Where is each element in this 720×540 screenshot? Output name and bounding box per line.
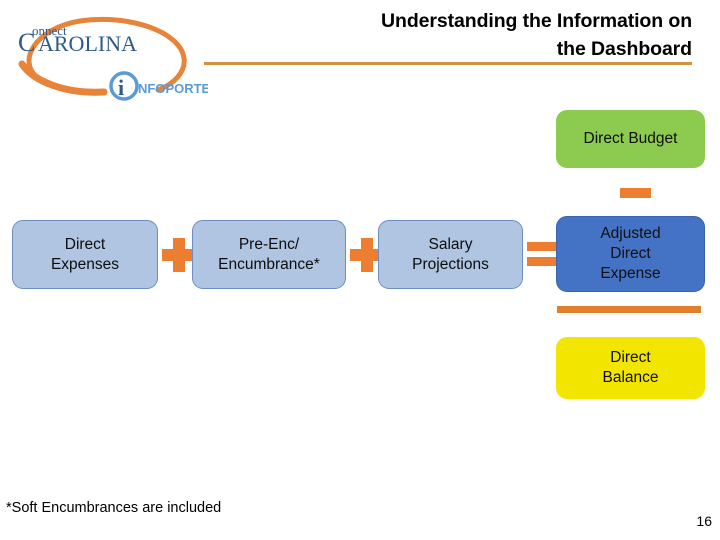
plus-operator-icon-1 xyxy=(162,238,196,272)
equals-operator-icon-1 xyxy=(527,241,561,267)
svg-text:i: i xyxy=(118,75,124,100)
connectcarolina-infoporte-logo: onnect C AROLINA i NFOPORTE xyxy=(8,6,208,106)
svg-text:C: C xyxy=(18,28,35,57)
diagram-box-adjusted-direct-expense-line-2: Direct xyxy=(610,245,651,263)
diagram-box-direct-balance-line-2: Balance xyxy=(602,369,659,386)
diagram-box-pre-encumbrance: Pre-Enc/ Encumbrance* xyxy=(192,220,346,289)
title-divider-rule xyxy=(204,62,692,65)
equals-rule-bar xyxy=(557,306,701,313)
page-title: Understanding the Information on the Das… xyxy=(200,8,692,63)
diagram-box-salary-projections-line-2: Projections xyxy=(412,255,489,273)
plus-operator-icon-2 xyxy=(350,238,384,272)
equals-bar-top xyxy=(527,242,561,251)
diagram-box-direct-budget: Direct Budget xyxy=(556,110,705,168)
minus-operator-icon xyxy=(620,188,651,198)
diagram-box-salary-projections: Salary Projections xyxy=(378,220,523,289)
diagram-box-adjusted-direct-expense-line-1: Adjusted xyxy=(600,225,661,243)
diagram-box-direct-balance: Direct Balance xyxy=(556,337,705,399)
diagram-box-direct-expenses-line-1: Direct xyxy=(64,235,106,253)
svg-text:onnect: onnect xyxy=(32,23,67,38)
page-number: 16 xyxy=(696,513,712,529)
diagram-box-direct-expenses-line-2: Expenses xyxy=(50,255,120,273)
page-title-line-2: the Dashboard xyxy=(556,37,692,60)
diagram-box-direct-balance-line-1: Direct xyxy=(610,349,651,367)
diagram-box-pre-encumbrance-line-1: Pre-Enc/ xyxy=(238,235,300,253)
diagram-box-adjusted-direct-expense: Adjusted Direct Expense xyxy=(556,216,705,292)
page-title-line-1: Understanding the Information on xyxy=(381,10,692,32)
diagram-box-direct-expenses: Direct Expenses xyxy=(12,220,158,289)
svg-text:AROLINA: AROLINA xyxy=(38,31,137,56)
equals-bar-bottom xyxy=(527,257,561,266)
diagram-box-direct-budget-label: Direct Budget xyxy=(583,130,678,148)
diagram-box-adjusted-direct-expense-line-3: Expense xyxy=(600,264,661,282)
diagram-box-pre-encumbrance-line-2: Encumbrance* xyxy=(218,255,320,273)
footnote-text: *Soft Encumbrances are included xyxy=(6,500,222,516)
svg-text:NFOPORTE: NFOPORTE xyxy=(138,81,208,96)
diagram-box-salary-projections-line-1: Salary xyxy=(428,235,473,253)
